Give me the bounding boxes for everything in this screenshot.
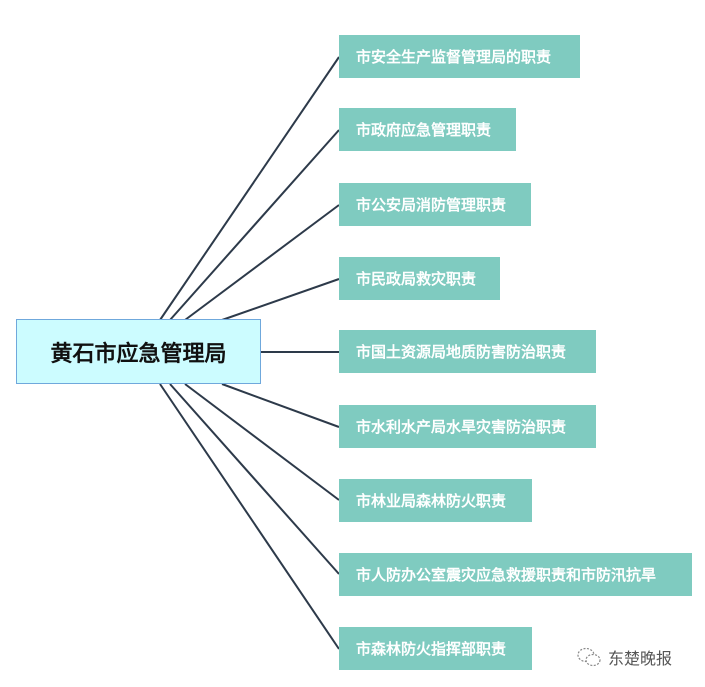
connector <box>184 383 340 501</box>
child-node[interactable]: 市林业局森林防火职责 <box>339 479 532 522</box>
connector <box>184 204 340 321</box>
watermark: 东楚晚报 <box>576 645 672 669</box>
node-label: 市水利水产局水旱灾害防治职责 <box>356 418 567 436</box>
connector <box>159 383 340 650</box>
node-label: 市国土资源局地质防害防治职责 <box>356 343 567 361</box>
connector <box>159 56 340 321</box>
child-node[interactable]: 市水利水产局水旱灾害防治职责 <box>339 405 596 448</box>
node-label: 市人防办公室震灾应急救援职责和市防汛抗旱 <box>356 566 657 584</box>
child-node[interactable]: 市国土资源局地质防害防治职责 <box>339 330 596 373</box>
root-node[interactable]: 黄石市应急管理局 <box>16 319 261 384</box>
node-label: 市政府应急管理职责 <box>356 121 492 139</box>
connector <box>169 129 340 321</box>
child-node[interactable]: 市安全生产监督管理局的职责 <box>339 35 580 78</box>
connector <box>169 383 340 575</box>
connector <box>221 383 340 428</box>
connector <box>221 278 340 321</box>
node-label: 市安全生产监督管理局的职责 <box>356 48 552 66</box>
node-label: 市林业局森林防火职责 <box>356 492 507 510</box>
child-node[interactable]: 市人防办公室震灾应急救援职责和市防汛抗旱 <box>339 553 692 596</box>
child-node[interactable]: 市政府应急管理职责 <box>339 108 516 151</box>
child-node[interactable]: 市森林防火指挥部职责 <box>339 627 532 670</box>
child-node[interactable]: 市公安局消防管理职责 <box>339 183 531 226</box>
wechat-icon <box>577 647 601 667</box>
watermark-label: 东楚晚报 <box>608 649 673 668</box>
root-label: 黄石市应急管理局 <box>50 341 227 367</box>
node-label: 市森林防火指挥部职责 <box>356 640 507 658</box>
node-label: 市民政局救灾职责 <box>356 270 477 288</box>
child-node[interactable]: 市民政局救灾职责 <box>339 257 500 300</box>
node-label: 市公安局消防管理职责 <box>356 196 507 214</box>
